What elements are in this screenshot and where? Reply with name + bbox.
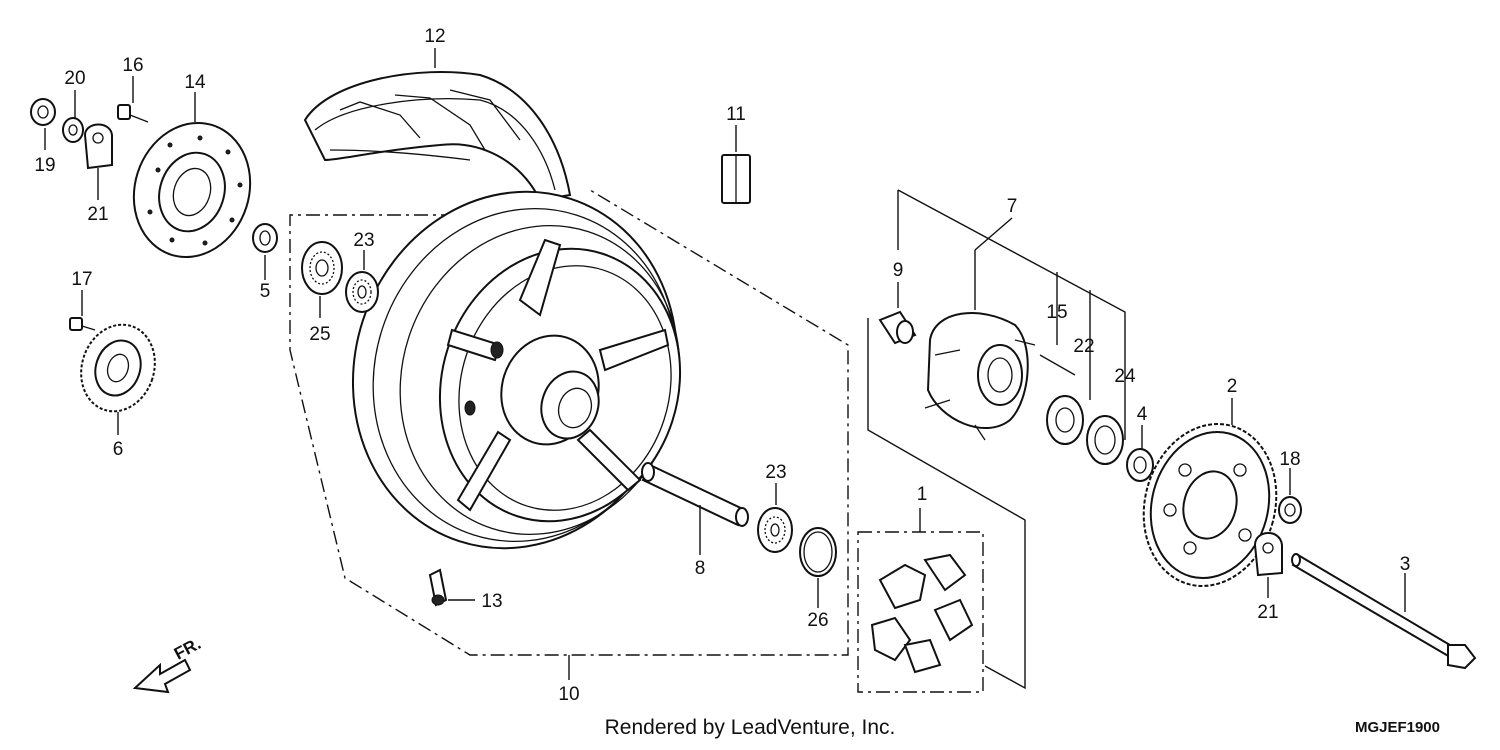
callout-8: 8 [695, 558, 706, 579]
valve-13 [428, 568, 448, 607]
callout-2: 2 [1227, 376, 1238, 397]
callout-12: 12 [424, 26, 445, 47]
callout-16: 16 [122, 55, 143, 76]
axle-3 [1291, 553, 1477, 670]
hub-assembly-bracket [867, 189, 1126, 690]
callout-20: 20 [64, 68, 85, 89]
pulser-ring [80, 323, 156, 413]
tire [303, 71, 572, 202]
o-ring-26 [799, 527, 837, 577]
callout-23-lower: 23 [765, 462, 786, 483]
damper-box [857, 508, 984, 693]
wheel-rim [351, 190, 682, 550]
bearing-23-upper [345, 271, 379, 313]
front-direction-arrow-icon: FR. [132, 634, 204, 694]
collar-4 [1126, 448, 1154, 482]
callout-10: 10 [558, 684, 579, 705]
callout-18: 18 [1279, 449, 1300, 470]
collar-5 [252, 223, 278, 253]
callout-3: 3 [1400, 554, 1411, 575]
front-direction-label: FR. [171, 634, 204, 664]
callout-1: 1 [917, 484, 928, 505]
balance-weight-11 [721, 154, 751, 204]
callout-6: 6 [113, 439, 124, 460]
drive-sprocket [1142, 423, 1278, 587]
stud-15 [1039, 354, 1076, 376]
callout-21-left: 21 [87, 204, 108, 225]
callout-26: 26 [807, 610, 828, 631]
nut-18 [1278, 496, 1302, 524]
callout-25: 25 [309, 324, 330, 345]
callout-9: 9 [893, 260, 904, 281]
brake-disc [132, 121, 252, 259]
bolt-16 [117, 104, 149, 123]
callout-23-upper: 23 [353, 230, 374, 251]
damper-rubbers [870, 553, 974, 674]
callout-4: 4 [1137, 404, 1148, 425]
bolt-17 [69, 317, 96, 331]
callout-13: 13 [481, 591, 502, 612]
bearing-25 [301, 241, 343, 295]
callout-5: 5 [260, 281, 271, 302]
callout-labels: 1 2 3 4 5 6 7 8 9 10 11 12 13 14 15 16 1… [34, 26, 1410, 705]
callout-17: 17 [71, 269, 92, 290]
bearing-23-lower [757, 507, 793, 553]
callout-15: 15 [1046, 302, 1067, 323]
diagram-code: MGJEF1900 [1355, 719, 1440, 736]
callout-19: 19 [34, 155, 55, 176]
callout-14: 14 [184, 72, 206, 93]
callout-11: 11 [726, 104, 746, 125]
bearing-22 [1046, 395, 1084, 445]
leader-lines [44, 48, 1406, 612]
wheel-assembly-bracket [289, 189, 849, 680]
callout-22: 22 [1073, 336, 1094, 357]
collar-8 [641, 462, 749, 527]
callout-21-right: 21 [1257, 602, 1278, 623]
washer-20 [62, 117, 84, 143]
callout-24: 24 [1114, 366, 1136, 387]
credit-text: Rendered by LeadVenture, Inc. [605, 716, 896, 739]
bracket-21-right [1253, 532, 1283, 577]
callout-7: 7 [1007, 196, 1018, 217]
bracket-21-left [83, 123, 113, 170]
nut-19 [30, 98, 56, 126]
oil-seal-24 [1086, 415, 1124, 465]
driven-flange [924, 312, 1036, 441]
collar-9 [878, 310, 917, 345]
